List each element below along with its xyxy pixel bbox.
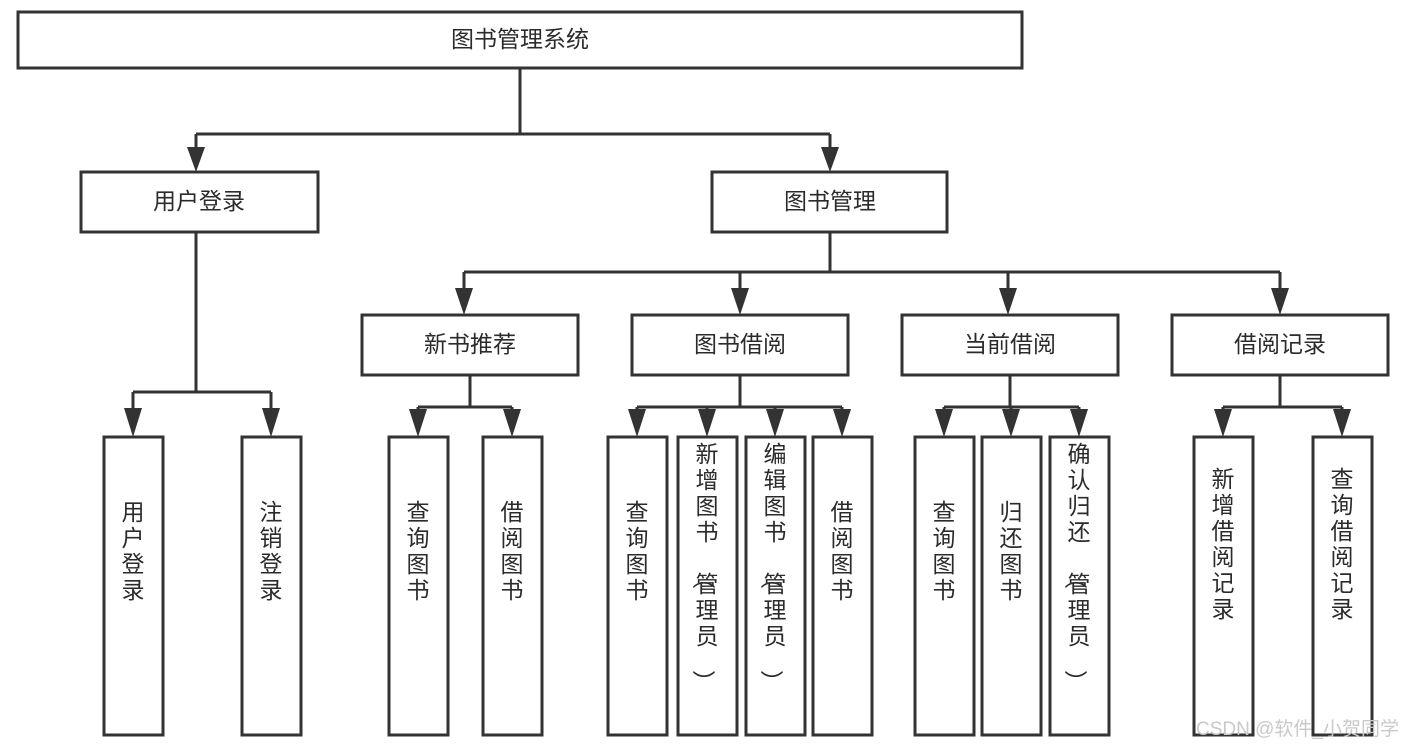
edge-layer <box>124 68 1351 437</box>
node-root[interactable]: 图书管理系统 <box>16 10 1024 70</box>
node-leaf-confirm-return[interactable]: 确认归还（管理员） <box>1048 435 1111 737</box>
node-new-book-recommend[interactable]: 新书推荐 <box>360 313 580 377</box>
arrow-head-leaf-borrow-book-1 <box>503 409 521 437</box>
arrow-head-user-login <box>187 147 205 172</box>
node-leaf-borrow-book-2-label: 借阅图书 <box>831 499 854 603</box>
node-leaf-borrow-book-1-label: 借阅图书 <box>501 499 524 603</box>
node-leaf-add-record-label: 新增借阅记录 <box>1212 466 1235 622</box>
node-leaf-borrow-book-1-box[interactable] <box>481 435 544 737</box>
arrow-head-leaf-query-book-2 <box>628 409 646 437</box>
node-new-book-recommend-box[interactable] <box>360 313 580 377</box>
node-user-login-label: 用户登录 <box>153 188 245 214</box>
node-current-borrow-label: 当前借阅 <box>964 331 1056 357</box>
node-borrow-record-label: 借阅记录 <box>1234 331 1326 357</box>
node-leaf-logout-label: 注销登录 <box>260 499 283 603</box>
arrow-head-leaf-edit-book <box>766 409 784 437</box>
node-leaf-query-book-1-label: 查询图书 <box>407 499 430 603</box>
node-leaf-confirm-return-box[interactable] <box>1048 435 1111 737</box>
node-leaf-add-book[interactable]: 新增图书（管理员） <box>676 435 739 737</box>
node-leaf-query-book-1[interactable]: 查询图书 <box>387 435 450 737</box>
node-leaf-query-record-label: 查询借阅记录 <box>1331 466 1354 622</box>
node-leaf-return-book[interactable]: 归还图书 <box>980 435 1043 737</box>
arrow-head-book-manage <box>821 147 839 172</box>
arrow-head-leaf-query-book-3 <box>935 409 953 437</box>
node-new-book-recommend-label: 新书推荐 <box>424 331 516 357</box>
node-leaf-logout[interactable]: 注销登录 <box>240 435 303 737</box>
arrow-head-leaf-query-book-1 <box>409 409 427 437</box>
node-book-borrow[interactable]: 图书借阅 <box>630 313 850 377</box>
node-leaf-edit-book-box[interactable] <box>744 435 807 737</box>
arrow-head-book-borrow <box>731 288 749 315</box>
arrow-head-borrow-record <box>1271 288 1289 315</box>
node-leaf-edit-book[interactable]: 编辑图书（管理员） <box>744 435 807 737</box>
node-current-borrow-box[interactable] <box>900 313 1120 377</box>
arrow-head-leaf-add-record <box>1214 409 1232 437</box>
node-leaf-query-book-2[interactable]: 查询图书 <box>606 435 669 737</box>
node-leaf-borrow-book-1[interactable]: 借阅图书 <box>481 435 544 737</box>
arrow-head-leaf-logout <box>262 408 280 437</box>
node-leaf-query-book-2-label: 查询图书 <box>626 499 649 603</box>
node-leaf-return-book-label: 归还图书 <box>1000 499 1023 603</box>
node-root-label: 图书管理系统 <box>451 26 589 52</box>
node-leaf-add-book-box[interactable] <box>676 435 739 737</box>
node-leaf-confirm-return-label: 确认归还（管理员） <box>1063 441 1091 693</box>
node-book-manage[interactable]: 图书管理 <box>710 170 949 234</box>
node-book-manage-box[interactable] <box>710 170 949 234</box>
node-leaf-borrow-book-2-box[interactable] <box>811 435 874 737</box>
arrow-head-leaf-confirm-return <box>1070 409 1088 437</box>
node-current-borrow[interactable]: 当前借阅 <box>900 313 1120 377</box>
node-leaf-query-book-3-box[interactable] <box>913 435 976 737</box>
node-leaf-user-login-label: 用户登录 <box>122 499 145 603</box>
node-leaf-user-login[interactable]: 用户登录 <box>102 435 165 737</box>
node-leaf-add-record-box[interactable] <box>1192 435 1255 737</box>
node-book-manage-label: 图书管理 <box>784 188 876 214</box>
arrow-head-leaf-add-book <box>698 409 716 437</box>
node-leaf-edit-book-label: 编辑图书（管理员） <box>759 441 787 693</box>
arrow-head-new-book-recommend <box>455 288 473 315</box>
node-leaf-query-record-box[interactable] <box>1311 435 1374 737</box>
arrow-head-leaf-borrow-book-2 <box>833 409 851 437</box>
node-leaf-user-login-box[interactable] <box>102 435 165 737</box>
node-leaf-logout-box[interactable] <box>240 435 303 737</box>
csdn-watermark: CSDN @软件_小贺同学 <box>1196 718 1399 740</box>
arrow-head-leaf-return-book <box>1002 409 1020 437</box>
arrow-head-leaf-query-record <box>1333 409 1351 437</box>
node-borrow-record[interactable]: 借阅记录 <box>1170 313 1390 377</box>
node-root-box[interactable] <box>16 10 1024 70</box>
node-borrow-record-box[interactable] <box>1170 313 1390 377</box>
node-leaf-query-record[interactable]: 查询借阅记录 <box>1311 435 1374 737</box>
node-leaf-add-book-label: 新增图书（管理员） <box>691 441 719 693</box>
node-user-login-box[interactable] <box>79 170 320 234</box>
node-leaf-return-book-box[interactable] <box>980 435 1043 737</box>
node-leaf-borrow-book-2[interactable]: 借阅图书 <box>811 435 874 737</box>
node-leaf-query-book-3[interactable]: 查询图书 <box>913 435 976 737</box>
node-book-borrow-box[interactable] <box>630 313 850 377</box>
node-leaf-query-book-1-box[interactable] <box>387 435 450 737</box>
arrow-head-leaf-user-login <box>124 408 142 437</box>
node-leaf-query-book-3-label: 查询图书 <box>933 499 956 603</box>
node-user-login[interactable]: 用户登录 <box>79 170 320 234</box>
node-book-borrow-label: 图书借阅 <box>694 331 786 357</box>
arrow-head-current-borrow <box>999 288 1017 315</box>
node-leaf-add-record[interactable]: 新增借阅记录 <box>1192 435 1255 737</box>
node-leaf-query-book-2-box[interactable] <box>606 435 669 737</box>
